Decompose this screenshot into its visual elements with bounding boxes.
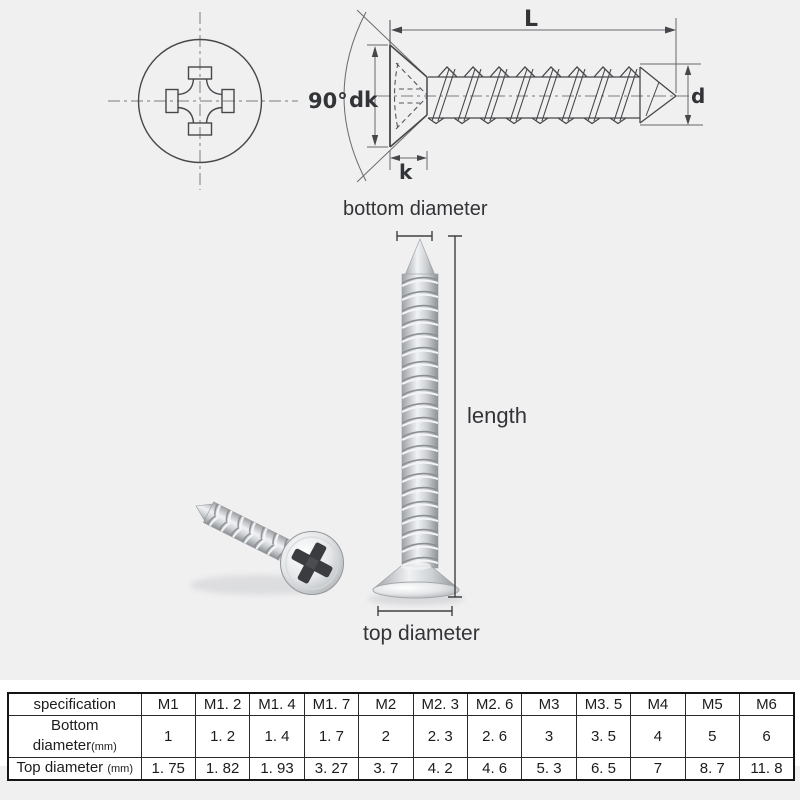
recess-hidden-lines (393, 62, 428, 130)
value-cell: 2. 6 (466, 715, 523, 758)
screw-side-view (343, 9, 703, 183)
spec-table: specification M1 M1. 2 M1. 4 M1. 7 M2 M2… (7, 692, 795, 781)
value-cell: 5. 3 (521, 757, 577, 781)
head-outline-circle (137, 38, 263, 164)
spec-header-cell: specification (7, 692, 142, 716)
vertical-screw-neck-highlight (401, 562, 431, 570)
size-col-header: M2. 3 (412, 692, 468, 716)
value-cell: 1. 93 (249, 757, 305, 781)
dim-length (448, 235, 462, 598)
size-col-header: M1 (140, 692, 196, 716)
row-label: Bottom diameter (32, 717, 99, 754)
value-cell: 1. 7 (303, 715, 360, 758)
row-label: Top diameter (16, 759, 108, 776)
head-height-label: k (399, 160, 413, 184)
value-cell: 11. 8 (738, 757, 795, 781)
value-cell: 2 (358, 715, 414, 758)
value-cell: 3. 5 (575, 715, 632, 758)
size-col-header: M1. 2 (194, 692, 251, 716)
head-diameter-label: dk (349, 88, 378, 112)
value-cell: 1. 75 (140, 757, 196, 781)
size-col-header: M1. 4 (249, 692, 305, 716)
value-cell: 1 (140, 715, 196, 758)
dimension-d (640, 63, 703, 126)
bottom-diameter-label: bottom diameter (343, 198, 488, 220)
value-cell: 1. 4 (249, 715, 305, 758)
dimension-k (389, 151, 428, 170)
value-cell: 7 (630, 757, 686, 781)
value-cell: 2. 3 (412, 715, 468, 758)
thread-diameter-label: d (691, 84, 706, 108)
spec-table-container: specification M1 M1. 2 M1. 4 M1. 7 M2 M2… (7, 692, 795, 781)
value-cell: 6. 5 (575, 757, 632, 781)
lying-screw-threads (203, 501, 296, 564)
size-col-header: M3. 5 (575, 692, 632, 716)
lying-screw-head-rim (285, 536, 339, 590)
value-cell: 5 (684, 715, 740, 758)
thread-teeth-bottom (427, 117, 627, 125)
size-col-header: M3 (521, 692, 577, 716)
screw-photo-vertical (368, 238, 464, 605)
value-cell: 1. 2 (194, 715, 251, 758)
value-cell: 3. 7 (358, 757, 414, 781)
angle-arc (343, 11, 367, 182)
lying-screw-phillips-slot (291, 542, 333, 584)
dim-bottom-diameter (396, 231, 433, 241)
dimension-dk (367, 44, 388, 148)
value-cell: 3. 27 (303, 757, 360, 781)
angle-construction (343, 9, 428, 183)
value-cell: 4. 6 (466, 757, 523, 781)
value-cell: 8. 7 (684, 757, 740, 781)
size-col-header: M2 (358, 692, 414, 716)
vertical-screw-threads (402, 274, 438, 568)
value-cell: 4. 2 (412, 757, 468, 781)
top-diameter-row: Top diameter (mm) 1. 75 1. 82 1. 93 3. 2… (7, 757, 795, 781)
thread-helix-lines (431, 68, 638, 122)
dimension-L (391, 18, 677, 93)
vertical-screw-head-face (372, 581, 460, 599)
row-unit: (mm) (107, 763, 134, 775)
value-cell: 1. 82 (194, 757, 251, 781)
thread-teeth-top (437, 66, 640, 78)
phillips-recess (165, 66, 235, 136)
tip-cone (639, 66, 678, 124)
bottom-diameter-row: Bottom diameter(mm) 1 1. 2 1. 4 1. 7 2 2… (7, 715, 795, 758)
countersunk-head (389, 20, 428, 148)
size-col-header: M6 (738, 692, 795, 716)
value-cell: 6 (738, 715, 795, 758)
size-col-header: M1. 7 (303, 692, 360, 716)
row-unit: (mm) (91, 741, 117, 753)
angle-label: 90° (308, 89, 348, 113)
screw-photo-lying (190, 501, 344, 595)
screw-head-front-view (108, 12, 298, 190)
row-label-cell: Top diameter (mm) (7, 757, 142, 781)
size-col-header: M2. 6 (466, 692, 523, 716)
value-cell: 3 (521, 715, 577, 758)
spec-header-row: specification M1 M1. 2 M1. 4 M1. 7 M2 M2… (7, 692, 795, 716)
top-diameter-label: top diameter (363, 622, 480, 645)
size-col-header: M5 (684, 692, 740, 716)
size-col-header: M4 (630, 692, 686, 716)
total-length-label: L (524, 7, 539, 32)
length-label: length (467, 403, 527, 428)
value-cell: 4 (630, 715, 686, 758)
row-label-cell: Bottom diameter(mm) (7, 715, 142, 758)
threaded-shank (427, 66, 678, 125)
dim-top-diameter (377, 606, 453, 616)
